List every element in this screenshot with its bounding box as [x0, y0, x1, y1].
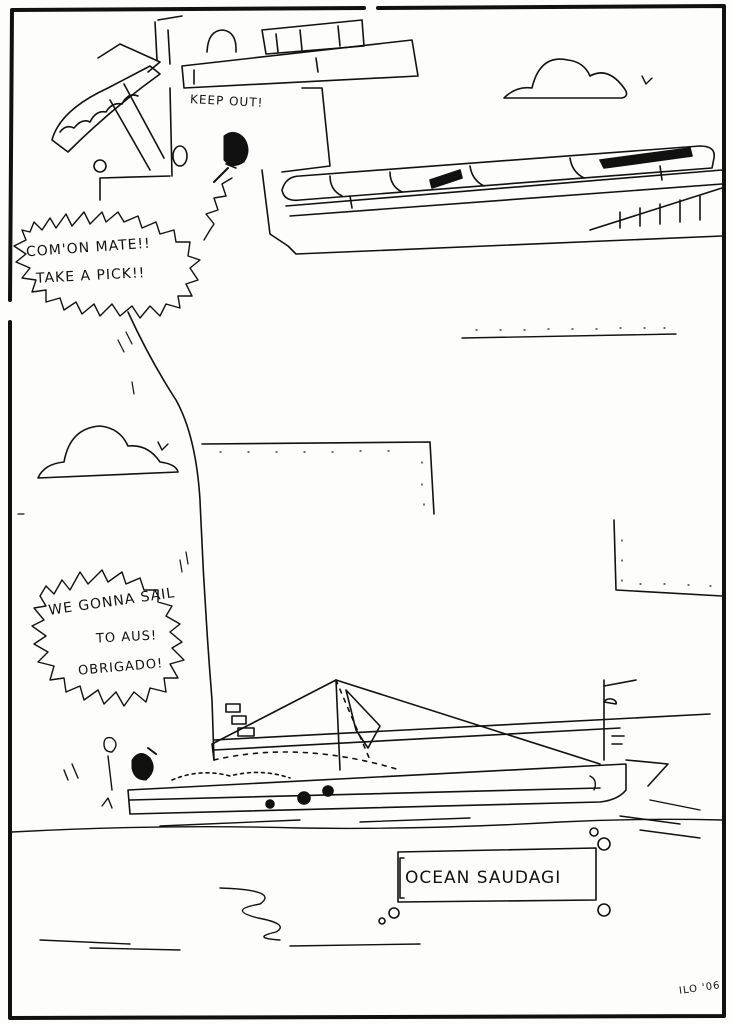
- wind-lines: [117, 331, 189, 573]
- rivets-2: [219, 450, 425, 506]
- cargo-hull: [261, 145, 723, 255]
- speech-tail-1: [203, 177, 233, 241]
- page-border: [8, 4, 726, 1020]
- sailor-figure: [213, 132, 249, 183]
- dock: [213, 679, 711, 787]
- speech-bubble-1: [13, 211, 201, 319]
- rivets-3: [621, 539, 712, 587]
- sailboat: [127, 679, 627, 815]
- caption-box: [378, 827, 611, 925]
- mast-line: [127, 311, 215, 761]
- water: [11, 763, 723, 951]
- bulkhead-right: [613, 519, 723, 597]
- cloud-bottom: [37, 425, 179, 479]
- ship-superstructure: [99, 15, 419, 201]
- caption-title: OCEAN SAUDAGI: [405, 868, 562, 888]
- bulkhead-left: [201, 441, 435, 515]
- bird-bottom: [157, 441, 169, 451]
- bird-top: [641, 75, 653, 85]
- crew-figures: [103, 736, 157, 791]
- panel-divider-1: [461, 333, 677, 339]
- cloud-top: [503, 58, 628, 99]
- rivets-1: [475, 327, 666, 331]
- speech-bubble-2: [31, 569, 185, 707]
- speech-bubble-2-line-2: TO AUS!: [95, 628, 158, 647]
